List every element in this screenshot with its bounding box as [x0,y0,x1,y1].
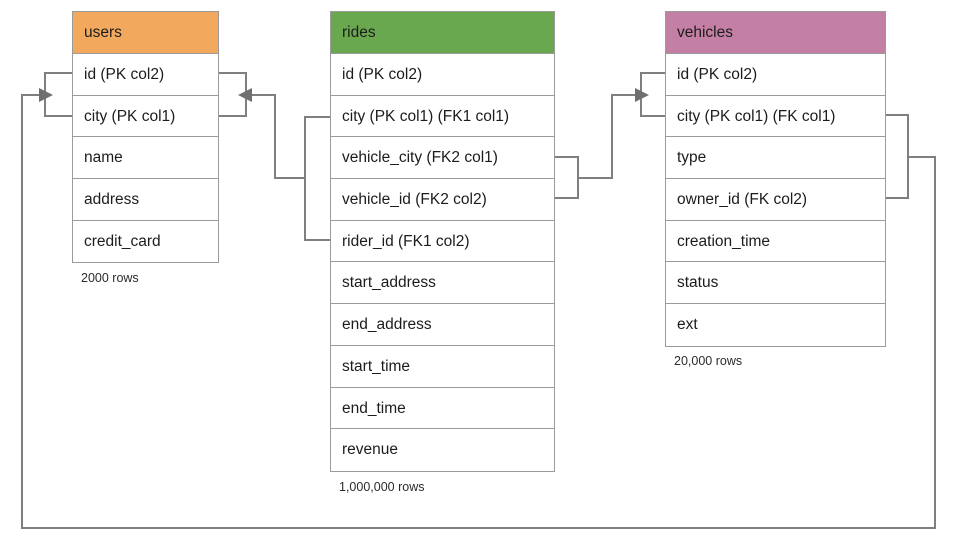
table-users[interactable]: users id (PK col2) city (PK col1) name a… [72,11,219,264]
arrowhead-into-vehicles-left [635,88,649,102]
table-rides-header: rides [331,12,554,54]
column-rides-vehicle-id[interactable]: vehicle_id (FK2 col2) [331,179,554,221]
arrowhead-into-users-right [238,88,252,102]
column-users-name[interactable]: name [73,137,218,180]
column-rides-start-time[interactable]: start_time [331,346,554,388]
wire-rides-fk2-to-vehicles [578,94,635,179]
rides-left-bracket [304,116,330,241]
column-vehicles-ext[interactable]: ext [677,316,698,334]
column-rides-id[interactable]: id (PK col2) [331,54,554,96]
column-users-id[interactable]: id (PK col2) [73,54,218,96]
column-vehicles-type[interactable]: type [666,137,885,180]
table-vehicles-header: vehicles [666,12,885,54]
table-vehicles[interactable]: vehicles id (PK col2) city (PK col1) (FK… [665,11,886,347]
column-rides-end-time[interactable]: end_time [331,388,554,430]
table-rides[interactable]: rides id (PK col2) city (PK col1) (FK1 c… [330,11,555,472]
column-vehicles-owner-id[interactable]: owner_id (FK col2) [666,179,885,221]
arrowhead-into-users-left [39,88,53,102]
wire-rides-fk1-to-users [252,94,305,179]
column-rides-start-address[interactable]: start_address [331,262,554,305]
rides-right-bracket [555,156,579,199]
column-users-city[interactable]: city (PK col1) [73,96,218,138]
wire-vehicles-fk-to-users [21,94,936,529]
column-vehicles-status[interactable]: status [666,262,885,305]
table-users-header: users [73,12,218,54]
column-users-credit-card[interactable]: credit_card [84,232,161,250]
column-vehicles-id[interactable]: id (PK col2) [666,54,885,96]
column-rides-vehicle-city[interactable]: vehicle_city (FK2 col1) [331,137,554,180]
row-count-rides: 1,000,000 rows [339,480,425,494]
row-count-vehicles: 20,000 rows [674,354,743,368]
column-rides-revenue[interactable]: revenue [342,441,399,459]
column-rides-rider-id[interactable]: rider_id (FK1 col2) [331,221,554,263]
column-rides-city[interactable]: city (PK col1) (FK1 col1) [331,96,554,138]
column-vehicles-city[interactable]: city (PK col1) (FK col1) [666,96,885,138]
column-users-address[interactable]: address [73,179,218,221]
vehicles-right-bracket [886,114,909,199]
column-vehicles-creation-time[interactable]: creation_time [666,221,885,263]
column-rides-end-address[interactable]: end_address [331,304,554,346]
row-count-users: 2000 rows [81,271,139,285]
